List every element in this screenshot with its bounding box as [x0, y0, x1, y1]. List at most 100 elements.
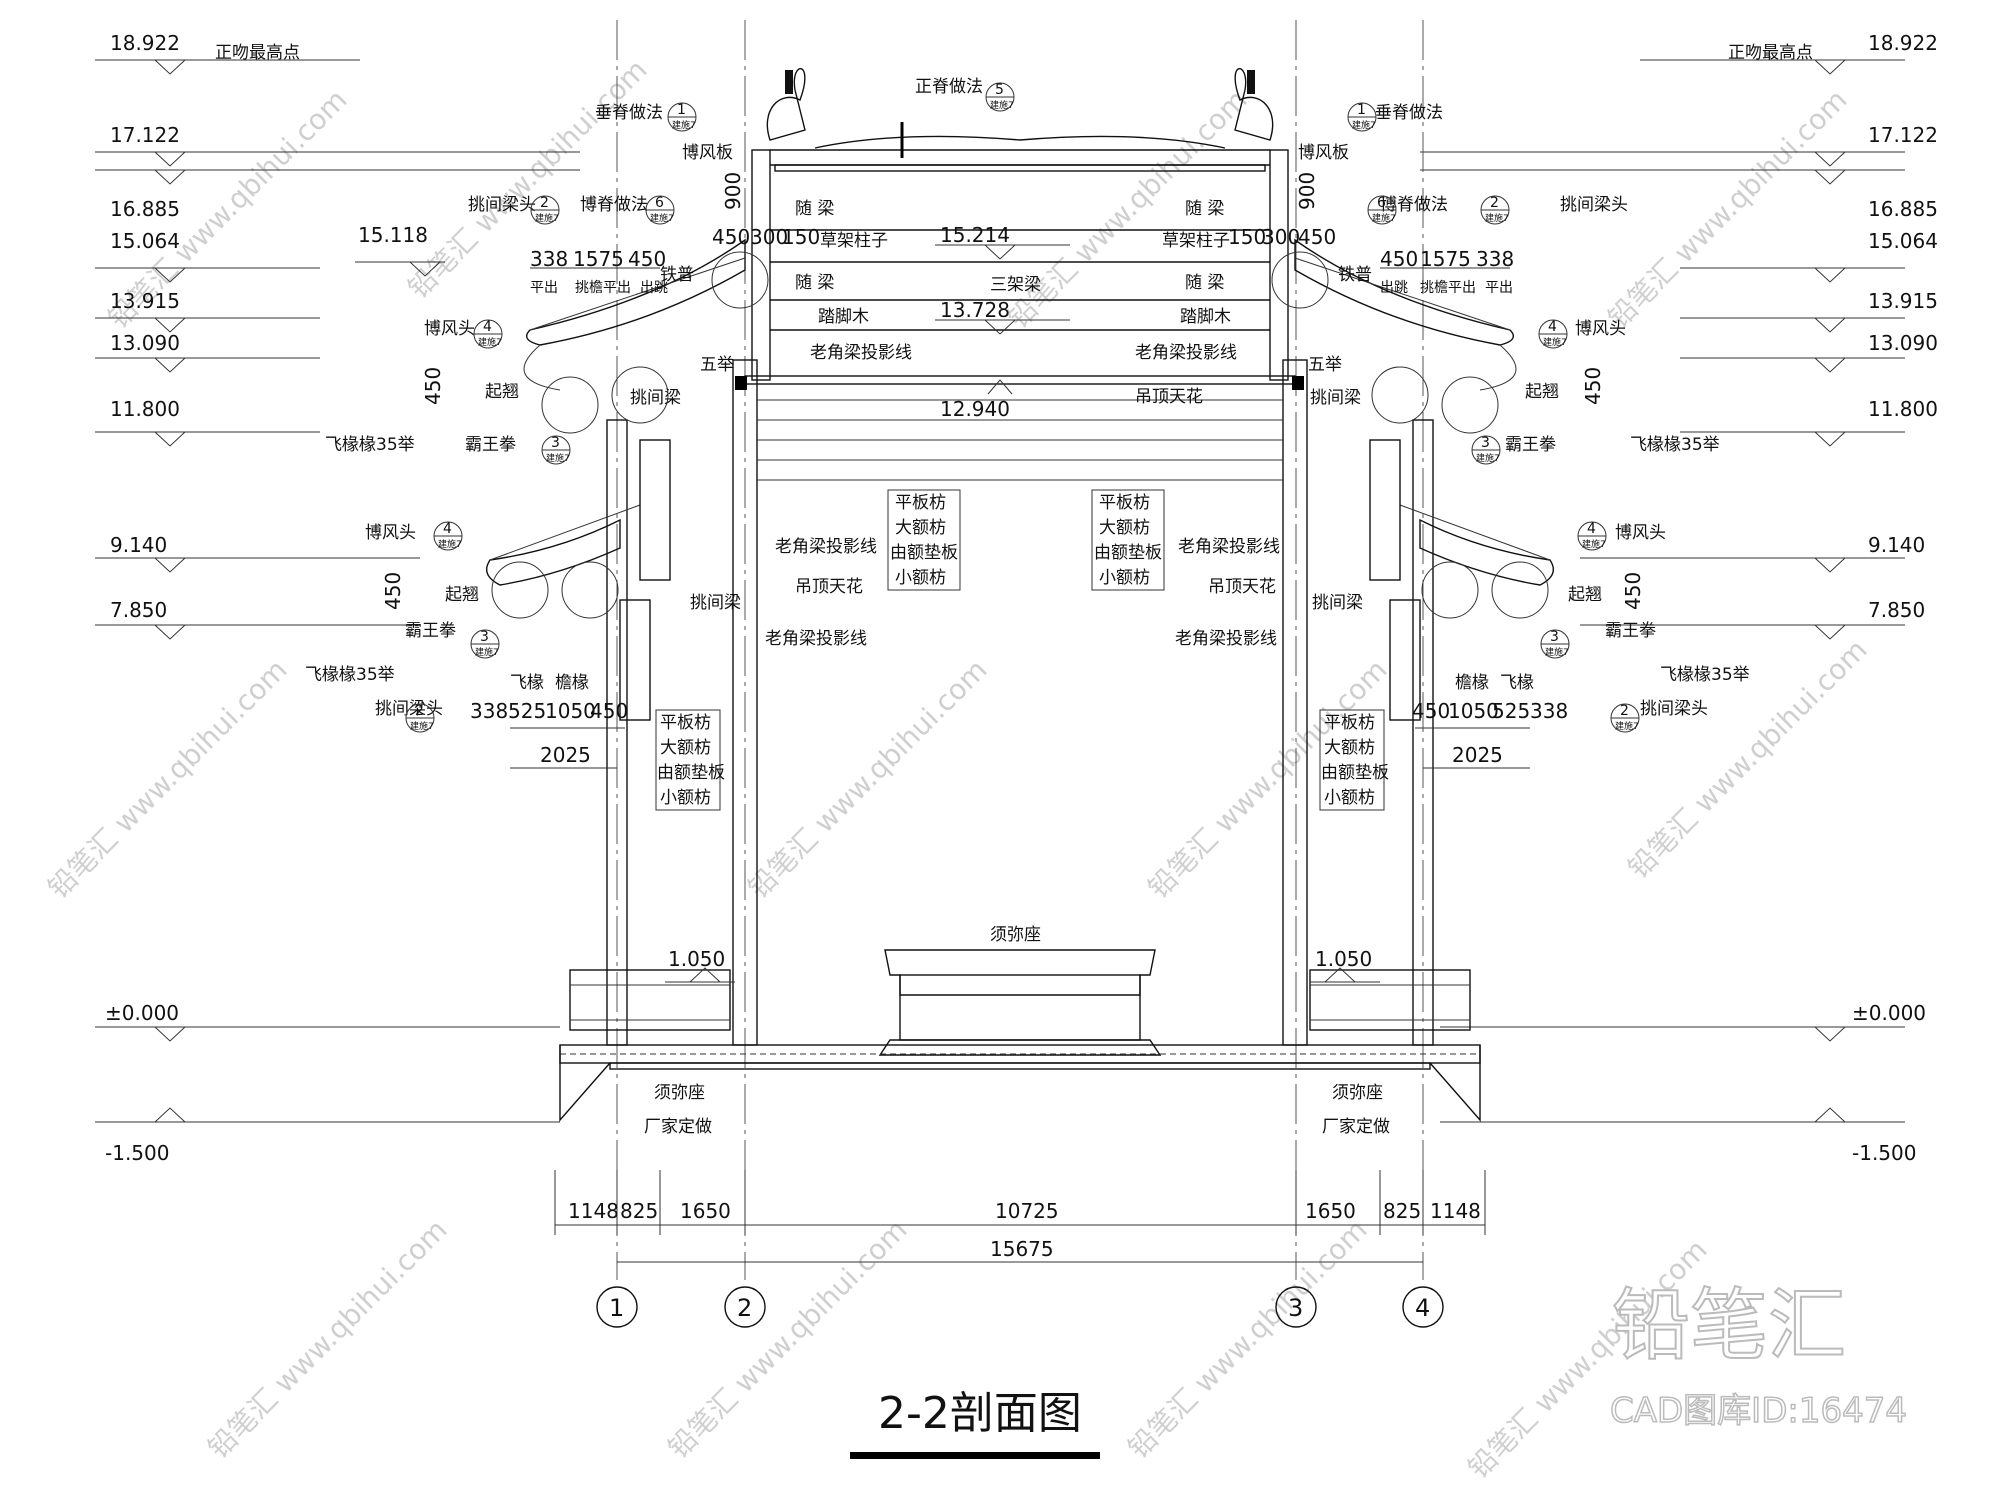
dim-450-qq-low-left: 450 — [381, 572, 405, 610]
label-bofengtou-low-right: 博风头 — [1615, 523, 1666, 543]
callout-2-left: 2 建施7 — [530, 195, 560, 225]
label-bawang-low-right: 霸王拳 — [1605, 621, 1656, 641]
dim-300-el: 300 — [750, 225, 788, 249]
svg-text:2: 2 — [737, 1294, 752, 1322]
label-xiaoefang-left: 小额枋 — [660, 788, 711, 808]
dim-1050-lr: 1050 — [1448, 699, 1499, 723]
level-label: 13.090 — [110, 331, 180, 355]
svg-text:3: 3 — [551, 435, 560, 451]
svg-text:3: 3 — [480, 629, 489, 645]
svg-text:6: 6 — [1377, 195, 1386, 211]
label-tiaojian-top-left: 挑间梁 — [630, 388, 681, 408]
logo-block: 铅笔汇 CAD图库ID:16474 — [1609, 1280, 1908, 1432]
level-label: 18.922 — [110, 31, 180, 55]
label-feichuan-left: 飞椽 — [510, 673, 544, 693]
label-suiliang-right: 随 梁 — [1185, 199, 1224, 219]
axis-lines — [616, 20, 1424, 1280]
callout-1-right: 1 建施7 — [1347, 102, 1377, 132]
level-label: 16.885 — [110, 197, 180, 221]
svg-text:2: 2 — [415, 703, 424, 719]
label-qiqiao-top-right: 起翘 — [1525, 382, 1559, 402]
level-1050-right: 1.050 — [1315, 947, 1372, 971]
dim-450-qq-low-right: 450 — [1621, 572, 1645, 610]
label-pingbanfang-left: 平板枋 — [660, 713, 711, 733]
label-feiyan-top-left: 飞椽椽35举 — [325, 435, 415, 455]
level-label: 9.140 — [1868, 533, 1925, 557]
label-suiliang-left: 随 梁 — [795, 199, 834, 219]
label-pingchu-right: 平出 — [1485, 280, 1513, 296]
axis-bubble-1 — [596, 1286, 638, 1328]
dim-825-left: 825 — [620, 1199, 658, 1223]
level-label: 11.800 — [1868, 397, 1938, 421]
level-markers-right: 18.922 正吻最高点 17.122 16.885 15.064 13.915… — [1420, 31, 1938, 1165]
dim-338-ul: 338 — [530, 247, 568, 271]
label-changjia-left: 厂家定做 — [644, 1117, 712, 1137]
svg-text:建施7: 建施7 — [438, 538, 462, 550]
level-label: 18.922 — [1868, 31, 1938, 55]
label-tiaoyan-left: 挑檐平出 — [575, 280, 631, 296]
svg-text:4: 4 — [443, 521, 452, 537]
level-label: 11.800 — [110, 397, 180, 421]
axis-bubble-2 — [724, 1286, 766, 1328]
label-feiyan-low-left: 飞椽椽35举 — [305, 665, 395, 685]
svg-text:建施7: 建施7 — [672, 119, 696, 131]
dim-900-right: 900 — [1295, 172, 1319, 210]
axis-bubble-4 — [1402, 1286, 1444, 1328]
label-sanjia: 三架梁 — [990, 275, 1041, 295]
svg-text:建施7: 建施7 — [1485, 212, 1509, 224]
svg-text:6: 6 — [655, 195, 664, 211]
label-yanchuan-right: 檐椽 — [1455, 673, 1489, 693]
label-pingchu-left: 平出 — [530, 280, 558, 296]
dim-300-er: 300 — [1262, 225, 1300, 249]
label-wuju-left: 五举 — [700, 355, 734, 375]
dim-338-ur: 338 — [1476, 247, 1514, 271]
label-diaoding-top: 吊顶天花 — [1135, 387, 1203, 407]
level-label: 15.064 — [1868, 229, 1938, 253]
label-tiaojian-tou-low-right: 挑间梁头 — [1640, 699, 1708, 719]
label-chutiao-right: 出跳 — [1380, 280, 1408, 296]
label-tiaoyan-right: 挑檐平出 — [1420, 280, 1476, 296]
level-15214: 15.214 — [940, 223, 1010, 247]
label-tajiaomu-left: 踏脚木 — [818, 307, 869, 327]
svg-text:2: 2 — [1490, 195, 1499, 211]
svg-text:4: 4 — [1587, 521, 1596, 537]
dim-1148-left: 1148 — [568, 1199, 619, 1223]
dim-1650-right: 1650 — [1305, 1199, 1356, 1223]
level-label: 13.915 — [110, 289, 180, 313]
dim-900-left: 900 — [721, 172, 745, 210]
drawing-title-block: 2-2剖面图 — [850, 1388, 1100, 1459]
label-laojiao-mid-right: 老角梁投影线 — [1178, 537, 1280, 557]
svg-text:3: 3 — [1550, 629, 1559, 645]
label-youedianban-left: 由额垫板 — [657, 763, 725, 783]
label-zhengji: 正脊做法 — [915, 77, 983, 97]
label-bawang-low-left: 霸王拳 — [405, 621, 456, 641]
watermark: 铅笔汇 www.qbihui.com — [742, 653, 994, 905]
label-boji-right: 博脊做法 — [1380, 195, 1448, 215]
level-label: 13.915 — [1868, 289, 1938, 313]
svg-text:建施7: 建施7 — [475, 646, 499, 658]
label-xumizuo-center: 须弥座 — [990, 925, 1041, 945]
svg-text:2: 2 — [1620, 703, 1629, 719]
level-label: ±0.000 — [1852, 1001, 1926, 1025]
level-label: 17.122 — [1868, 123, 1938, 147]
label-daefang-c-right: 大额枋 — [1099, 518, 1150, 538]
dim-450-ll: 450 — [590, 699, 628, 723]
label-suiliang2-right: 随 梁 — [1185, 273, 1224, 293]
label-tiepu-right: 铁普 — [1338, 265, 1372, 285]
watermark: 铅笔汇 www.qbihui.com — [1602, 83, 1854, 335]
label-pingbanfang-right: 平板枋 — [1324, 713, 1375, 733]
label-tajiaomu-right: 踏脚木 — [1180, 307, 1231, 327]
callout-2-right: 2 建施7 — [1480, 195, 1510, 225]
label-xumizuo-left: 须弥座 — [654, 1083, 705, 1103]
label-xiaoefang-c-left: 小额枋 — [895, 568, 946, 588]
dim-338-ll: 338 — [470, 699, 508, 723]
level-label: 13.090 — [1868, 331, 1938, 355]
label-laojiao-low-right: 老角梁投影线 — [1175, 629, 1277, 649]
callout-3-right-top: 3 建施7 — [1471, 435, 1501, 465]
svg-text:1: 1 — [609, 1294, 624, 1322]
callout-2-right-low: 2 建施7 — [1610, 703, 1640, 733]
label-daefang-left: 大额枋 — [660, 738, 711, 758]
label-chuiji-left: 垂脊做法 — [595, 103, 663, 123]
top-note: 正吻最高点 — [1728, 43, 1813, 63]
label-tiaojian-right: 挑间梁 — [1312, 593, 1363, 613]
